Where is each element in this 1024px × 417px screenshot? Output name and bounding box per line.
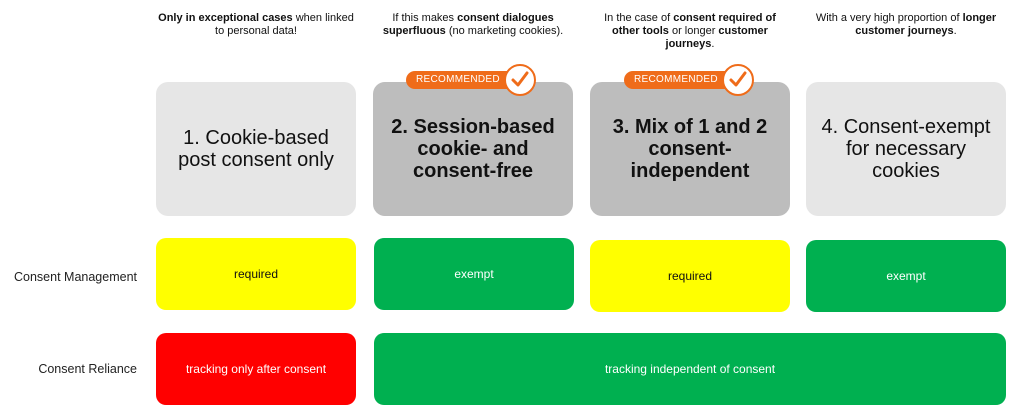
checkmark-icon xyxy=(503,64,536,96)
badge-label: RECOMMENDED xyxy=(624,71,748,89)
consent-reliance-after-consent: tracking only after consent xyxy=(156,333,356,405)
note-text: when linked to personal data! xyxy=(215,12,354,37)
note-option-2: If this makes consent dialogues superflu… xyxy=(373,12,573,38)
note-text: . xyxy=(711,38,715,50)
note-bold: customer journeys xyxy=(665,25,768,50)
consent-management-option-3: required xyxy=(590,240,790,312)
consent-management-option-2: exempt xyxy=(374,238,574,310)
note-text: In the case of xyxy=(604,12,674,24)
card-title: 2. Session-based cookie- and consent-fre… xyxy=(391,116,555,182)
note-bold: consent dialogues superfluous xyxy=(382,12,554,37)
note-bold: longer customer journeys xyxy=(855,12,997,37)
note-option-4: With a very high proportion of longer cu… xyxy=(806,12,1006,38)
consent-reliance-independent: tracking independent of consent xyxy=(374,333,1006,405)
card-title: 1. Cookie-based post consent only xyxy=(178,127,334,171)
note-option-1: Only in exceptional cases when linked to… xyxy=(156,12,356,38)
card-title: 4. Consent-exempt for necessary cookies xyxy=(821,116,991,182)
note-option-3: In the case of consent required of other… xyxy=(590,12,790,51)
card-option-1: 1. Cookie-based post consent only xyxy=(156,82,356,216)
consent-management-option-1: required xyxy=(156,238,356,310)
card-option-3: 3. Mix of 1 and 2 consent-independent xyxy=(590,82,790,216)
note-bold: consent required of other tools xyxy=(612,12,776,37)
note-text: If this makes xyxy=(392,12,458,24)
note-text: (no marketing cookies). xyxy=(445,25,564,37)
note-text: or longer xyxy=(668,25,719,37)
badge-label: RECOMMENDED xyxy=(406,71,530,89)
note-text: . xyxy=(953,25,957,37)
note-bold: Only in exceptional cases xyxy=(158,12,293,24)
row-label-consent-reliance: Consent Reliance xyxy=(38,362,137,376)
consent-management-option-4: exempt xyxy=(806,240,1006,312)
checkmark-icon xyxy=(721,64,754,96)
note-text: With a very high proportion of xyxy=(815,12,963,24)
recommended-badge-option-2: RECOMMENDED xyxy=(406,64,536,96)
card-title: 3. Mix of 1 and 2 consent-independent xyxy=(612,116,768,182)
row-label-consent-management: Consent Management xyxy=(14,270,137,284)
card-option-2: 2. Session-based cookie- and consent-fre… xyxy=(373,82,573,216)
recommended-badge-option-3: RECOMMENDED xyxy=(624,64,754,96)
card-option-4: 4. Consent-exempt for necessary cookies xyxy=(806,82,1006,216)
